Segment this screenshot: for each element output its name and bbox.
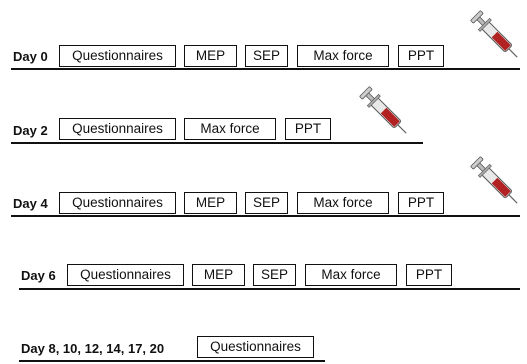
mep-box: MEP: [184, 192, 237, 214]
timeline-line: [19, 288, 520, 290]
max-force-box: Max force: [297, 192, 389, 214]
mep-box: MEP: [184, 45, 237, 67]
timeline-line: [11, 215, 520, 217]
day-label: Day 4: [13, 196, 48, 211]
max-force-box: Max force: [297, 45, 389, 67]
ppt-box: PPT: [406, 264, 452, 286]
questionnaires-box: Questionnaires: [197, 336, 314, 358]
timeline-line: [11, 142, 423, 144]
ppt-box: PPT: [398, 192, 444, 214]
questionnaires-box: Questionnaires: [59, 118, 176, 140]
ppt-box: PPT: [285, 118, 331, 140]
day-label: Day 0: [13, 49, 48, 64]
syringe-icon: [470, 10, 518, 58]
day-label: Day 8, 10, 12, 14, 17, 20: [21, 341, 165, 356]
mep-box: MEP: [192, 264, 245, 286]
max-force-box: Max force: [184, 118, 276, 140]
sep-box: SEP: [253, 264, 296, 286]
timeline-line: [11, 68, 520, 70]
questionnaires-box: Questionnaires: [59, 192, 176, 214]
max-force-box: Max force: [305, 264, 397, 286]
questionnaires-box: Questionnaires: [59, 45, 176, 67]
timeline-line: [19, 360, 325, 362]
ppt-box: PPT: [398, 45, 444, 67]
sep-box: SEP: [245, 192, 288, 214]
questionnaires-box: Questionnaires: [67, 264, 184, 286]
syringe-icon: [359, 86, 407, 134]
sep-box: SEP: [245, 45, 288, 67]
day-label: Day 6: [21, 268, 56, 283]
day-label: Day 2: [13, 123, 48, 138]
syringe-icon: [470, 156, 518, 204]
